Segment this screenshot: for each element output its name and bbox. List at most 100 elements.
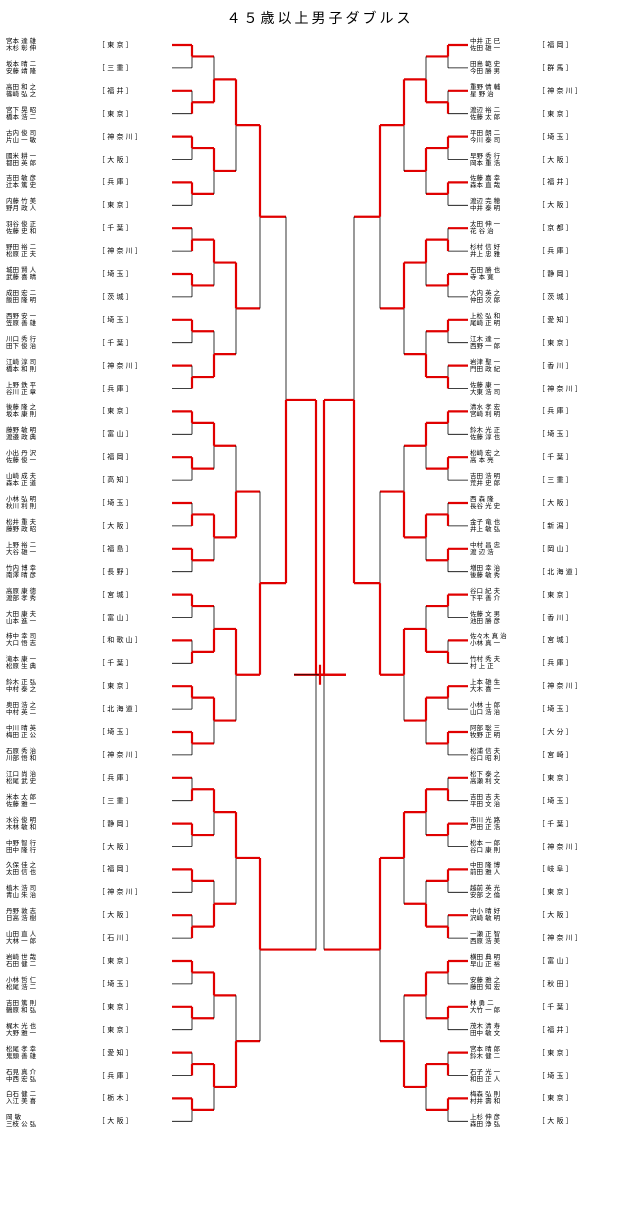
left-entry-row: 鈴木 正 弘中村 泰 之［ 東 京 ］ xyxy=(6,679,166,701)
prefecture-label: ［ 東 京 ］ xyxy=(98,682,133,691)
player-name: 池田 勝 彦 xyxy=(470,616,501,625)
player-name: 林 勇 二 xyxy=(470,998,494,1007)
player-names: 松本 一 郎谷口 康 則 xyxy=(470,839,500,854)
right-entry-row: 佐藤 嘉 幸森本 直 哉［ 福 井 ］ xyxy=(470,175,630,197)
left-entry-row: 宮下 晃 昭橋本 浩 二［ 東 京 ］ xyxy=(6,106,166,129)
prefecture-label: ［ 三 重 ］ xyxy=(538,476,573,485)
player-name: 門田 政 紀 xyxy=(470,364,501,373)
player-name: 田中 隆 行 xyxy=(6,845,37,854)
player-name: 中村 泰 之 xyxy=(6,685,37,694)
player-name: 宮本 晴 郎 xyxy=(470,1044,501,1053)
player-names: 松崎 宏 之高 本 亮 xyxy=(470,450,500,464)
player-name: 渡辺 完 穂 xyxy=(470,197,501,206)
player-names: 奥田 浩 之中村 英 二 xyxy=(6,702,36,716)
left-entry-row: 奥田 浩 之中村 英 二［ 北 海 道 ］ xyxy=(6,702,166,724)
prefecture-label: ［ 高 知 ］ xyxy=(98,476,133,485)
player-names: 増田 幸 治後藤 敏 秀 xyxy=(470,563,501,579)
right-entry-row: 上本 雄 生大木 喜 一［ 神 奈 川 ］ xyxy=(470,679,630,701)
player-names: 金子 竜 也井上 敏 弘 xyxy=(470,518,501,533)
player-names: 山田 直 人大林 一 郎 xyxy=(6,931,36,945)
player-names: 上松 弘 和尾崎 正 明 xyxy=(470,312,500,327)
player-name: 高原 康 徳 xyxy=(6,586,37,595)
right-entry-row: 市川 光 路芦田 正 浩［ 千 葉 ］ xyxy=(470,816,630,839)
player-names: 上本 雄 生大木 喜 一 xyxy=(470,679,500,693)
player-names: 小林 哲 仁松尾 浩 二 xyxy=(6,975,37,991)
left-entry-row: 高原 康 徳渡部 孝 秀［ 宮 城 ］ xyxy=(6,586,166,610)
player-name: 岡本 重 浩 xyxy=(470,158,501,167)
player-names: 高田 和 之篠崎 弘 之 xyxy=(6,83,36,98)
player-names: 野田 裕 二松原 正 夫 xyxy=(6,244,36,258)
left-entry-row: 中野 智 行田中 隆 行［ 大 阪 ］ xyxy=(6,839,166,862)
player-names: 植木 浩 司青山 朱 治 xyxy=(6,885,36,899)
prefecture-label: ［ 和 歌 山 ］ xyxy=(98,636,142,645)
player-name: 野月 政 人 xyxy=(6,204,37,213)
player-names: 城田 賢 人武藤 喜 晴 xyxy=(6,267,36,281)
left-entry-row: 大田 康 夫山本 進 一［ 富 山 ］ xyxy=(6,610,166,633)
player-name: 江木 達 一 xyxy=(470,334,501,343)
right-entry-row: 谷口 紀 夫下平 善 介［ 東 京 ］ xyxy=(470,587,630,610)
prefecture-label: ［ 福 井 ］ xyxy=(538,178,573,187)
player-name: 岩津 聖 一 xyxy=(470,357,501,366)
player-name: 大口 悟 志 xyxy=(6,639,37,648)
player-name: 内藤 竹 美 xyxy=(6,197,37,206)
prefecture-label: ［ 大 阪 ］ xyxy=(98,842,133,851)
player-names: 茂木 清 寿田中 敏 文 xyxy=(470,1022,500,1037)
prefecture-label: ［ 大 分 ］ xyxy=(538,728,573,736)
player-name: 星 野 治 xyxy=(470,89,494,98)
player-name: 一瀬 正 智 xyxy=(470,930,501,939)
prefecture-label: ［ 長 野 ］ xyxy=(98,567,133,576)
right-entry-row: 増田 幸 治後藤 敏 秀［ 北 海 道 ］ xyxy=(470,563,630,587)
right-entry-row: 重野 情 輔星 野 治［ 神 奈 川 ］ xyxy=(470,83,630,106)
player-names: 早野 秀 行岡本 重 浩 xyxy=(470,151,501,167)
right-entry-row: 平田 朗 二今川 泰 司［ 埼 玉 ］ xyxy=(470,129,630,152)
player-names: 梅森 弘 則村井 壽 和 xyxy=(470,1091,500,1105)
player-name: 杉村 信 好 xyxy=(470,243,501,252)
player-name: 中田 隆 博 xyxy=(470,861,501,870)
prefecture-label: ［ 東 京 ］ xyxy=(98,1025,133,1034)
player-name: 佐藤 嘉 幸 xyxy=(470,174,501,183)
player-name: 早野 秀 行 xyxy=(470,151,501,160)
player-name: 藤野 敏 明 xyxy=(6,426,37,435)
player-names: 中川 晴 英梅田 正 公 xyxy=(6,725,36,739)
left-entry-row: 小林 哲 仁松尾 浩 二［ 埼 玉 ］ xyxy=(6,975,166,999)
player-name: 後藤 敏 秀 xyxy=(470,570,501,579)
player-names: 白石 健 二入江 美 喜 xyxy=(6,1091,36,1105)
prefecture-label: ［ 岡 山 ］ xyxy=(538,544,573,553)
prefecture-label: ［ 三 重 ］ xyxy=(98,63,133,72)
player-name: 前田 雅 人 xyxy=(470,868,501,877)
prefecture-label: ［ 千 葉 ］ xyxy=(538,453,573,462)
player-name: 大竹 一 郎 xyxy=(470,1005,501,1014)
player-names: 丹野 敦 志日高 浩 樹 xyxy=(6,908,36,922)
player-names: 柿中 幸 司大口 悟 志 xyxy=(6,633,36,647)
player-name: 西野 安 一 xyxy=(6,311,37,320)
player-names: 上杉 伸 彦森田 浄 弘 xyxy=(470,1114,500,1128)
left-entry-row: 江口 尚 治松尾 武 史［ 兵 庫 ］ xyxy=(6,770,166,793)
player-name: 井上 敏 弘 xyxy=(470,524,501,533)
player-name: 武藤 喜 晴 xyxy=(6,273,37,281)
player-name: 小林 哲 仁 xyxy=(6,975,37,984)
prefecture-label: ［ 埼 玉 ］ xyxy=(538,796,573,805)
right-entry-row: 石田 勝 也寺 本 寛［ 静 岡 ］ xyxy=(470,267,630,289)
prefecture-label: ［ 愛 知 ］ xyxy=(98,1048,133,1057)
left-entry-row: 丹野 敦 志日高 浩 樹［ 大 阪 ］ xyxy=(6,908,166,930)
left-entry-row: 古内 俊 司片山 一 敏［ 神 奈 川 ］ xyxy=(6,129,166,152)
prefecture-label: ［ 福 島 ］ xyxy=(98,544,133,553)
player-name: 越前 英 光 xyxy=(470,884,501,893)
player-name: 石見 真 介 xyxy=(6,1067,37,1076)
player-names: 西野 安 一笠原 善 雄 xyxy=(6,311,37,327)
player-names: 藤野 敏 明渡邉 政 典 xyxy=(6,427,36,441)
player-name: 寺 本 寛 xyxy=(470,273,494,281)
player-name: 川口 秀 行 xyxy=(6,334,37,343)
player-name: 小林 真 一 xyxy=(470,639,501,648)
player-name: 西原 浩 美 xyxy=(470,937,501,946)
right-entry-row: 越前 英 光安部 之 倫［ 東 京 ］ xyxy=(470,885,630,907)
player-names: 中田 隆 博前田 雅 人 xyxy=(470,862,500,876)
player-name: 宮本 達 雄 xyxy=(6,37,37,45)
prefecture-label: ［ 東 京 ］ xyxy=(98,41,133,49)
prefecture-label: ［ 千 葉 ］ xyxy=(98,338,133,347)
player-names: 宮下 晃 昭橋本 浩 二 xyxy=(6,106,36,121)
left-entry-row: 羽谷 俊 正佐藤 史 和［ 千 葉 ］ xyxy=(6,221,166,243)
player-name: 安藤 靖 隆 xyxy=(6,66,37,75)
left-entry-row: 岩崎 世 哉石田 健 二［ 東 京 ］ xyxy=(6,954,166,976)
player-name: 増田 幸 治 xyxy=(470,563,501,572)
